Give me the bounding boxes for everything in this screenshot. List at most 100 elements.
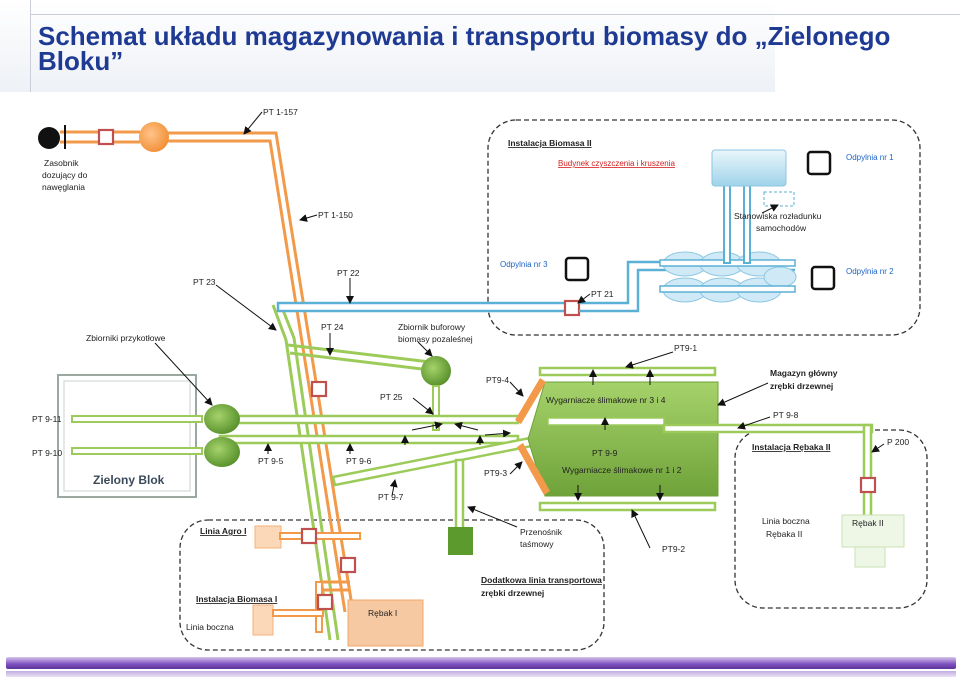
conveyor-pt9-2 [538, 501, 717, 512]
footer-bar-shadow [6, 671, 956, 677]
zielony-blok-building [57, 374, 197, 498]
label-pt9-7: PT 9-7 [378, 492, 404, 502]
buffer-tank [421, 356, 451, 386]
cleaning-building [711, 149, 787, 187]
label-odpylnia-1: Odpylnia nr 1 [846, 153, 894, 162]
label-p200: P 200 [887, 437, 909, 447]
unloading-stations [763, 191, 795, 207]
label-pt23: PT 23 [193, 277, 216, 287]
odpylnia-1-box [806, 150, 832, 176]
transfer-node [316, 593, 334, 611]
zielony-blok-label: Zielony Blok [93, 473, 165, 487]
label-linia-boczna: Linia boczna [186, 622, 234, 632]
odpylnia-3-box [564, 256, 590, 282]
label-pt9-6: PT 9-6 [346, 456, 372, 466]
label-zbiornik-buforowy-2: biomasy pozaleśnej [398, 334, 473, 344]
label-stanowiska-2: samochodów [756, 223, 807, 233]
label-wygarniacze-12: Wygarniacze ślimakowe nr 1 i 2 [562, 465, 682, 475]
label-pt9-5: PT 9-5 [258, 456, 284, 466]
conveyor-pt9-11 [71, 415, 203, 423]
conveyor-pt9-8 [662, 423, 874, 434]
conveyor-przenosnik [454, 458, 465, 532]
biomasa-ii-silos [659, 251, 797, 303]
conveyor-pt22 [276, 301, 572, 313]
label-pt25: PT 25 [380, 392, 403, 402]
label-pt9-3: PT9-3 [484, 468, 507, 478]
label-instalacja-biomasa-i: Instalacja Biomasa I [196, 594, 277, 604]
label-odpylnia-3: Odpylnia nr 3 [500, 260, 548, 269]
transfer-node [300, 527, 318, 545]
label-zasobnik-3: nawęglania [42, 182, 85, 192]
label-odpylnia-2: Odpylnia nr 2 [846, 267, 894, 276]
conveyor-pt9-10 [71, 447, 203, 455]
conveyor-to-building [723, 182, 731, 264]
label-linia-boczna-rebaka-1: Linia boczna [762, 516, 810, 526]
label-zbiornik-buforowy-1: Zbiornik buforowy [398, 322, 466, 332]
label-pt1-157: PT 1-157 [263, 107, 298, 117]
boiler-tank-lower [204, 437, 240, 467]
conveyor-pt9-4 [515, 378, 546, 424]
title-rule-vertical [30, 0, 31, 92]
label-budynek: Budynek czyszczenia i kruszenia [558, 159, 675, 168]
label-pt9-9: PT 9-9 [592, 448, 618, 458]
transfer-node [339, 556, 357, 574]
label-pt22: PT 22 [337, 268, 360, 278]
label-zbiorniki-przykotlowe: Zbiorniki przykotłowe [86, 333, 166, 343]
label-magazyn-1: Magazyn główny [770, 368, 838, 378]
transfer-node [310, 380, 328, 398]
footer-bar [6, 657, 956, 669]
linia-agro-unit [254, 525, 282, 549]
main-warehouse [527, 381, 719, 497]
label-przenosnik-1: Przenośnik [520, 527, 563, 537]
conveyor-pt9-5 [218, 414, 520, 425]
orange-hopper [139, 122, 169, 152]
label-instalacja-biomasa-ii: Instalacja Biomasa II [508, 138, 592, 148]
transfer-node [97, 128, 115, 146]
label-linia-boczna-rebaka-2: Rębaka II [766, 529, 802, 539]
conveyor-pt9-9-inside [547, 417, 665, 426]
conveyor-pt9-3 [517, 443, 550, 495]
page-title: Schemat układu magazynowania i transport… [38, 21, 891, 76]
odpylnia-2-box [810, 265, 836, 291]
label-wygarniacze-34: Wygarniacze ślimakowe nr 3 i 4 [546, 395, 666, 405]
label-pt9-2: PT9-2 [662, 544, 685, 554]
callout-arrows [154, 111, 885, 549]
conveyor-pt9-1 [538, 366, 717, 377]
label-pt9-1: PT9-1 [674, 343, 697, 353]
label-pt9-8: PT 9-8 [773, 410, 799, 420]
title-bar [0, 0, 775, 92]
label-magazyn-2: zrębki drzewnej [770, 381, 833, 391]
label-stanowiska-1: Stanowiska rozładunku [734, 211, 822, 221]
belt-conveyor-box [448, 527, 473, 555]
label-zasobnik-2: dozujący do [42, 170, 88, 180]
label-instalacja-rebaka-ii: Instalacja Rębaka II [752, 442, 830, 452]
label-przenosnik-2: taśmowy [520, 539, 554, 549]
label-linia-agro: Linia Agro I [200, 526, 246, 536]
title-rule [30, 14, 960, 15]
installation-biomasa-i-boundary [179, 519, 605, 651]
label-pt9-4: PT9-4 [486, 375, 509, 385]
label-pt9-10: PT 9-10 [32, 448, 62, 458]
installation-biomasa-ii-boundary [487, 119, 921, 336]
zasobnik-dozujacy [38, 127, 60, 149]
label-dodatkowa-1: Dodatkowa linia transportowa [481, 575, 602, 585]
transfer-node [563, 299, 581, 317]
conveyor-pt1-157 [168, 131, 355, 613]
label-pt1-150: PT 1-150 [318, 210, 353, 220]
linia-boczna-unit [252, 604, 274, 636]
label-pt21: PT 21 [591, 289, 614, 299]
rebak-ii-machine [841, 514, 905, 548]
transfer-node [859, 476, 877, 494]
label-pt24: PT 24 [321, 322, 344, 332]
boiler-tank-upper [204, 404, 240, 434]
label-zasobnik-1: Zasobnik [44, 158, 79, 168]
label-rebak-i: Rębak I [368, 608, 397, 618]
rebak-i-machine [347, 599, 424, 647]
label-rebak-ii: Rębak II [852, 518, 884, 528]
conveyor-pt24 [287, 343, 431, 364]
conveyor-p200 [862, 423, 873, 529]
conveyor-pt9-6 [218, 434, 520, 445]
label-pt9-11: PT 9-11 [32, 414, 62, 424]
label-dodatkowa-2: zrębki drzewnej [481, 588, 544, 598]
